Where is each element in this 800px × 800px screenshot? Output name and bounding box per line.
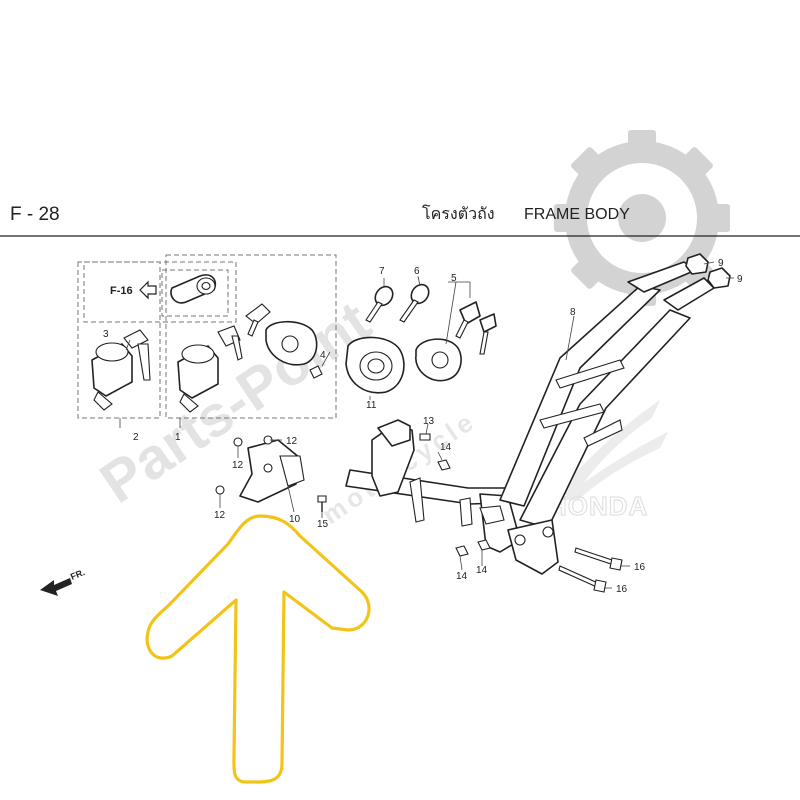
header: F - 28 โครงตัวถัง FRAME BODY [0,204,800,237]
callout-9-bottom: 9 [737,274,743,285]
arrow-up-icon [145,514,371,784]
callout-10: 10 [289,514,301,525]
key-7 [365,285,394,323]
group-boxes [77,254,337,428]
callout-14-top: 14 [440,442,452,453]
callout-6: 6 [414,266,420,277]
callout-13: 13 [423,416,435,427]
nuts-14 [437,459,491,557]
callout-4: 4 [320,350,326,361]
key-set-5 [415,301,497,382]
rubber-mounts-9 [685,253,731,289]
callout-2: 2 [133,432,139,443]
callout-12-middle: 12 [232,460,244,471]
bolt-13 [419,433,431,441]
bolts-16 [558,547,623,593]
bolt-15 [317,495,327,512]
leader-lines [125,261,734,589]
callout-9-top: 9 [718,258,724,269]
callout-16-top: 16 [634,562,646,573]
watermark-brand: Parts-Point [89,289,382,516]
page-code: F - 28 [10,204,60,225]
front-direction: FR. [40,567,86,596]
callout-12-bottom: 12 [214,510,226,521]
front-label: FR. [69,567,86,582]
page-title: FRAME BODY [524,206,630,223]
callout-8: 8 [570,307,576,318]
callout-12-top: 12 [286,436,298,447]
key-6 [399,283,430,323]
highlight-arrow [145,514,371,784]
callout-3: 3 [103,329,109,340]
honda-wing-logo: HONDA [547,400,668,522]
reference-arrow-icon [139,280,157,300]
page-title-thai: โครงตัวถัง [422,204,495,223]
callout-7: 7 [379,266,385,277]
bolt-4 [309,365,323,379]
front-arrow-icon [40,578,72,596]
reference-f16: F-16 [110,274,216,304]
callout-14-left: 14 [456,571,468,582]
callout-11: 11 [366,400,377,411]
lock-cylinder-ref [170,274,216,304]
callout-15: 15 [317,519,329,530]
callout-numbers: 1 2 3 4 5 6 7 8 9 9 10 11 12 12 12 13 14… [103,258,743,595]
reference-label: F-16 [110,285,133,297]
callout-16-bottom: 16 [616,584,628,595]
lock-set-left [91,329,151,411]
watermark: HONDA Parts-Point motorcycle [89,130,730,530]
bracket-10 [239,439,305,503]
lock-set-right [177,303,318,413]
part-11 [345,336,405,394]
callout-14-right: 14 [476,565,488,576]
callout-1: 1 [175,432,181,443]
washers-12 [215,435,273,495]
frame-body-8 [345,261,715,575]
callout-5: 5 [451,273,457,284]
